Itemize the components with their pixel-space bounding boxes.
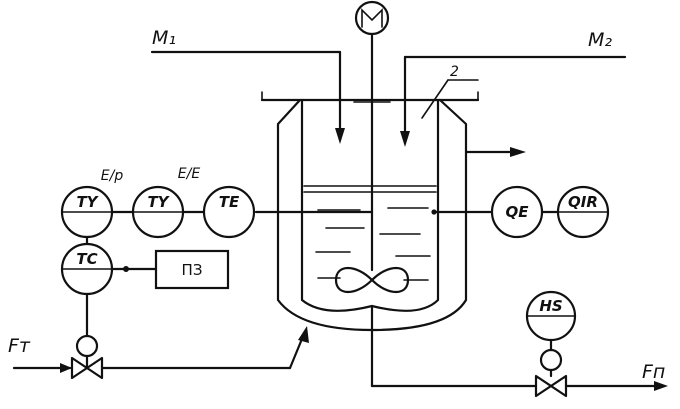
stream-fp-label: Fп <box>642 361 665 383</box>
instrument-tc: TC <box>60 242 114 296</box>
liquid <box>303 185 437 281</box>
ft-arrow-icon <box>60 363 72 373</box>
control-valve-ft-icon <box>70 356 104 380</box>
program-setter-label: ПЗ <box>182 261 203 279</box>
ty-2-label: TY <box>147 193 170 211</box>
outlet-arrow-icon <box>510 147 526 157</box>
instrument-hs: HS <box>525 290 577 342</box>
ty-1-label: TY <box>76 193 99 211</box>
valve-actuator-ft <box>75 334 99 358</box>
instrument-ty-1: TY E/p <box>60 168 124 239</box>
tc-label: TC <box>76 250 97 268</box>
m2-arrow-icon <box>400 131 410 147</box>
impeller-icon <box>334 266 410 294</box>
stream-m1: M₁ <box>150 27 345 144</box>
ty-1-signal: E/p <box>101 168 124 184</box>
callout-number: 2 <box>450 64 459 80</box>
ty-2-signal: E/E <box>178 166 201 182</box>
valve-actuator-fp <box>539 348 563 372</box>
qe-tap-point <box>431 209 437 215</box>
stream-ft: Fт <box>8 326 309 380</box>
fp-arrow-icon <box>654 381 668 391</box>
instrument-qir: QIR <box>556 185 610 239</box>
instrument-te: TE <box>202 185 256 239</box>
instrument-qe: QE <box>490 185 544 239</box>
stream-fp: Fп <box>370 304 668 398</box>
qir-label: QIR <box>568 193 598 211</box>
stream-ft-label: Fт <box>8 335 31 357</box>
hs-label: HS <box>539 297 562 315</box>
motor <box>354 0 390 36</box>
te-label: TE <box>219 193 240 211</box>
stream-m2: M₂ <box>400 29 627 147</box>
stream-m2-label: M₂ <box>588 29 612 51</box>
stream-m1-label: M₁ <box>152 27 176 49</box>
callout-leader <box>421 79 449 119</box>
jacket-inlet-arrow-icon <box>298 326 309 343</box>
instrument-ty-2: TY E/E <box>131 166 201 239</box>
control-valve-fp-icon <box>534 374 568 398</box>
motor-symbol-icon <box>361 8 383 28</box>
m1-arrow-icon <box>335 128 345 144</box>
program-setter: ПЗ <box>154 249 230 290</box>
qe-label: QE <box>506 203 530 221</box>
